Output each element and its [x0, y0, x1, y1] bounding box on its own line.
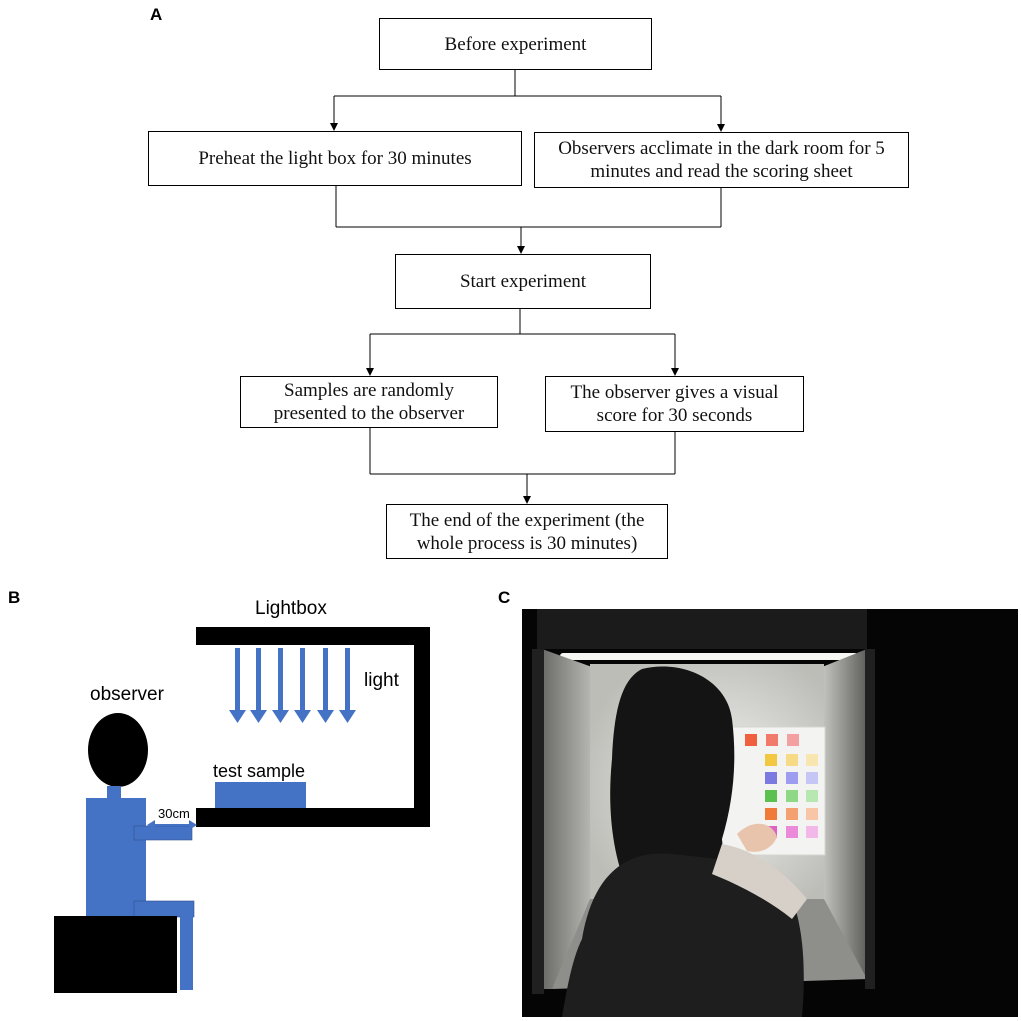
before-experiment-text: Before experiment: [444, 33, 587, 55]
acclimate-text-line1: Observers acclimate in the dark room for…: [558, 138, 885, 159]
person-sleeve: [712, 844, 807, 919]
person-body: [562, 853, 804, 1017]
before-experiment-box: Before experiment: [379, 18, 652, 70]
observer-neck: [107, 786, 121, 798]
visual-score-text-line2: score for 30 seconds: [596, 405, 753, 426]
acclimate-text-line2: minutes and read the scoring sheet: [590, 161, 853, 182]
observer-arm: [133, 825, 193, 841]
light-arrow: [250, 648, 267, 723]
light-arrow: [339, 648, 356, 723]
observer-torso: [86, 798, 146, 916]
cabinet-lamp: [560, 653, 858, 660]
visual-score-text-line1: The observer gives a visual: [570, 382, 779, 403]
lightbox-bottom-wall: [196, 808, 430, 827]
observer-label: observer: [90, 684, 164, 705]
cabinet-left-wall: [542, 649, 592, 989]
light-label: light: [364, 670, 399, 691]
start-experiment-text: Start experiment: [459, 271, 587, 292]
cabinet-frame-left: [532, 649, 544, 994]
test-sample-label: test sample: [213, 761, 306, 781]
chair: [54, 916, 177, 993]
end-experiment-box: The end of the experiment (the whole pro…: [386, 504, 668, 559]
visual-score-box: The observer gives a visual score for 30…: [545, 376, 804, 432]
light-arrow: [272, 648, 289, 723]
distance-label: 30cm: [158, 806, 190, 821]
distance-arrow: [147, 820, 197, 830]
light-arrow: [317, 648, 334, 723]
panel-label-b: B: [8, 588, 21, 607]
panel-label-c: C: [498, 588, 511, 607]
samples-box: Samples are randomly presented to the ob…: [240, 376, 498, 428]
observer-head: [88, 713, 148, 787]
preheat-text: Preheat the light box for 30 minutes: [198, 148, 472, 169]
observer-leg: [180, 916, 193, 990]
person-hair: [610, 666, 735, 907]
test-sample: [215, 782, 306, 808]
observer-thigh: [133, 900, 195, 918]
lightbox-photo: [522, 609, 1018, 1017]
cabinet-right-wall: [822, 649, 867, 979]
light-arrows: [229, 648, 356, 723]
cabinet-top: [537, 609, 867, 649]
samples-text-line2: presented to the observer: [273, 403, 465, 424]
lightbox-back-wall: [414, 627, 430, 827]
light-arrow: [229, 648, 246, 723]
panel-label-a: A: [150, 5, 163, 24]
end-experiment-text-line1: The end of the experiment (the: [409, 509, 645, 531]
person-hand: [737, 823, 777, 852]
end-experiment-text-line2: whole process is 30 minutes): [416, 532, 638, 554]
lightbox-label: Lightbox: [255, 598, 327, 619]
acclimate-box: Observers acclimate in the dark room for…: [534, 132, 909, 188]
preheat-box: Preheat the light box for 30 minutes: [148, 131, 522, 186]
cabinet-frame-right: [865, 649, 875, 989]
lightbox-top-wall: [196, 627, 430, 645]
samples-text-line1: Samples are randomly: [284, 380, 454, 401]
start-experiment-box: Start experiment: [395, 254, 651, 309]
flowchart-connectors: [330, 70, 725, 504]
light-arrow: [294, 648, 311, 723]
